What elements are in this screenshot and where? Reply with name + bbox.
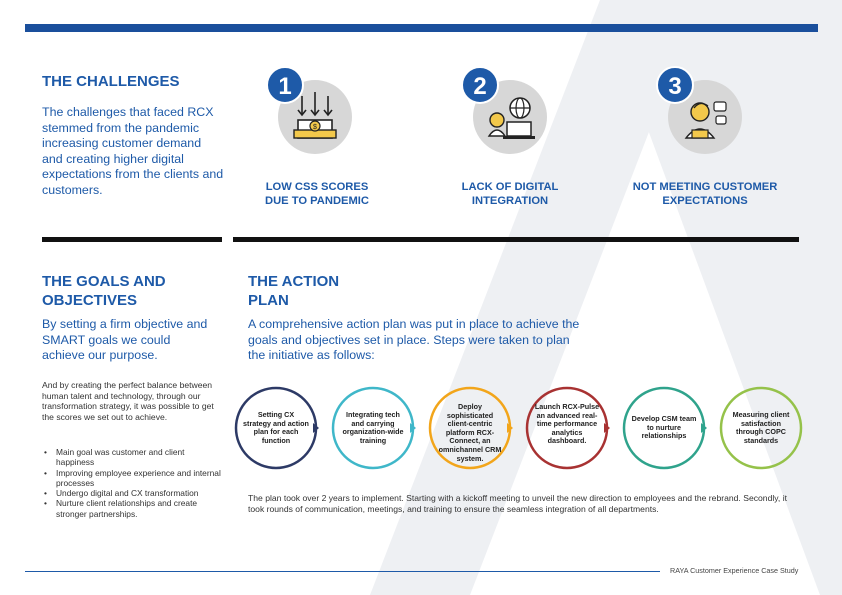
- goals-bullet-item: Undergo digital and CX transformation: [42, 488, 222, 499]
- challenges-title: THE CHALLENGES: [42, 73, 180, 90]
- challenge-3-label-line1: NOT MEETING CUSTOMER: [632, 181, 778, 193]
- footer-line: [25, 571, 660, 572]
- step-4-text: Launch RCX-Pulse an advanced real-time p…: [534, 402, 600, 446]
- goals-body: And by creating the perfect balance betw…: [42, 380, 214, 422]
- goals-bullet-item: Nurture client relationships and create …: [42, 498, 222, 519]
- goals-lead: By setting a firm objective and SMART go…: [42, 317, 208, 363]
- challenge-1-label-line1: LOW CSS SCORES: [265, 181, 369, 193]
- step-3-text: Deploy sophisticated client-centric plat…: [438, 402, 502, 463]
- challenge-1-label: LOW CSS SCORES DUE TO PANDEMIC: [237, 181, 397, 208]
- action-plan-title-line1: THE ACTION: [248, 273, 340, 290]
- step-5-ring: [622, 386, 707, 470]
- step-2-ring: [331, 386, 416, 470]
- svg-text:$: $: [313, 124, 317, 131]
- action-plan-lead: A comprehensive action plan was put in p…: [248, 317, 580, 363]
- goals-title-line2: OBJECTIVES: [42, 292, 138, 309]
- frustrated-person-icon: [684, 101, 727, 139]
- challenge-3-number: 3: [656, 66, 694, 104]
- goals-bullet-item: Improving employee experience and intern…: [42, 468, 222, 489]
- challenge-3-icon-bg: [668, 80, 742, 154]
- goals-bullet-item: Main goal was customer and client happin…: [42, 447, 222, 468]
- goals-title-line1: THE GOALS AND: [42, 273, 166, 290]
- challenge-2-label: LACK OF DIGITAL INTEGRATION: [430, 181, 590, 208]
- step-2-text: Integrating tech and carrying organizati…: [342, 410, 404, 445]
- top-bar: [25, 24, 818, 32]
- steps-rings: [234, 386, 803, 470]
- challenge-1-number: 1: [266, 66, 304, 104]
- challenges-description: The challenges that faced RCX stemmed fr…: [42, 105, 224, 197]
- section-divider-left: [42, 237, 222, 242]
- challenge-2-number: 2: [461, 66, 499, 104]
- step-3-ring: [428, 386, 513, 470]
- step-5-text: Develop CSM team to nurture relationship…: [631, 414, 697, 441]
- step-4-ring: [525, 386, 610, 470]
- action-plan-summary: The plan took over 2 years to implement.…: [248, 493, 787, 514]
- challenge-2-label-line2: INTEGRATION: [471, 194, 549, 207]
- section-divider-right: [233, 237, 799, 242]
- action-plan-steps: Setting CX strategy and action plan for …: [233, 385, 805, 471]
- challenge-2-label-line1: LACK OF DIGITAL: [461, 181, 559, 193]
- goals-title: THE GOALS AND OBJECTIVES: [42, 272, 166, 310]
- challenge-1-label-line2: DUE TO PANDEMIC: [264, 194, 369, 207]
- step-1-ring: [234, 386, 319, 470]
- falling-money-icon: $: [293, 92, 337, 139]
- action-plan-title: THE ACTION PLAN: [248, 272, 339, 310]
- action-plan-title-line2: PLAN: [248, 292, 289, 309]
- challenge-2-icon-bg: [473, 80, 547, 154]
- step-6-ring: [719, 386, 803, 470]
- challenge-3-label-line2: EXPECTATIONS: [662, 194, 748, 207]
- globe-computer-icon: [487, 97, 535, 139]
- step-6-text: Measuring client satisfaction through CO…: [732, 410, 790, 445]
- step-1-text: Setting CX strategy and action plan for …: [243, 410, 309, 445]
- goals-bullet-list: Main goal was customer and client happin…: [42, 447, 222, 519]
- challenge-3-label: NOT MEETING CUSTOMER EXPECTATIONS: [625, 181, 785, 208]
- footer-text: RAYA Customer Experience Case Study: [670, 566, 799, 575]
